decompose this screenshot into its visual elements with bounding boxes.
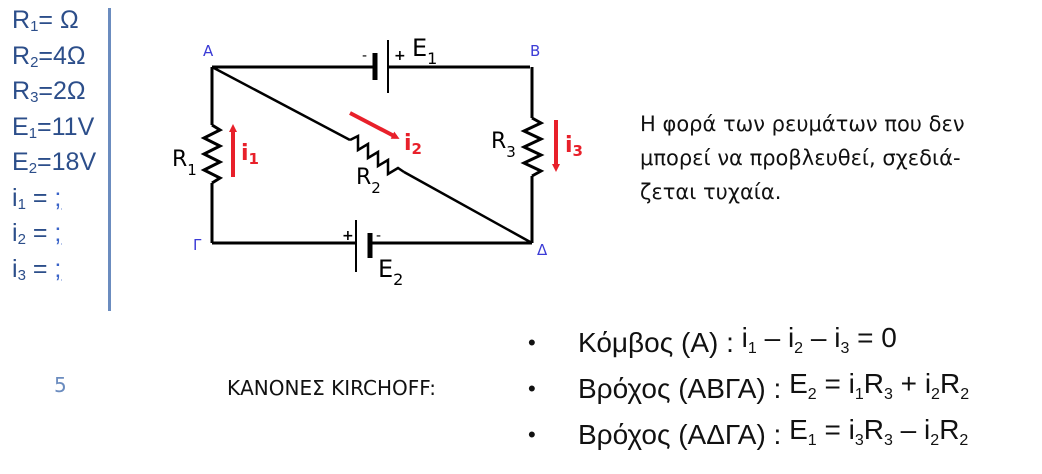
direction-note: Η φορά των ρευμάτων που δεν μπορεί να πρ… [640, 107, 965, 209]
e2-minus-sign: - [376, 228, 381, 244]
equation-subscript: 2 [794, 339, 804, 357]
r2-resistor [349, 133, 405, 177]
bullet-icon: • [528, 376, 536, 401]
kirchhoff-title: ΚΑΝΟΝΕΣ KIRCHOFF: [227, 376, 436, 400]
e2-label: E2 [378, 255, 403, 289]
equation-subscript: 2 [807, 385, 817, 403]
equation-subscript: 3 [840, 339, 850, 357]
given-e1: E1=11V [12, 112, 95, 142]
r1-label: R1 [172, 147, 197, 179]
node-b-label: Β [530, 42, 540, 60]
i2-label: i2 [404, 131, 422, 158]
equation-subscript: 3 [854, 431, 864, 449]
equation-loop-adga: • Βρόχος (ΑΔΓΑ) : E1 = i3R3 – i2R2 [528, 412, 969, 458]
equation-label: Βρόχος (ΑΒΓΑ) : [578, 373, 790, 404]
given-r2: R2=4Ω [12, 41, 86, 71]
kirchhoff-equations: • Κόμβος (Α) : i1 – i2 – i3 = 0 • Βρόχος… [528, 320, 969, 458]
unknown-link[interactable]: ; [54, 219, 62, 247]
equation-subscript: 2 [959, 431, 969, 449]
given-r1: R1= Ω [12, 6, 79, 35]
e1-minus-sign: - [362, 48, 367, 64]
equation-term: i [787, 321, 795, 353]
unknown-link[interactable]: ; [54, 183, 62, 212]
equation-label: Βρόχος (ΑΔΓΑ) : [578, 419, 790, 450]
equation-subscript: 2 [931, 385, 940, 403]
divider-line [108, 8, 111, 311]
equation-node-a: • Κόμβος (Α) : i1 – i2 – i3 = 0 [528, 320, 969, 366]
equation-term: R [939, 413, 960, 445]
node-d-label: Δ [537, 241, 548, 259]
e1-plus-sign: + [394, 48, 406, 64]
page-number: 5 [54, 373, 67, 397]
equation-term: R [863, 413, 884, 445]
bullet-icon: • [528, 422, 536, 447]
bullet-icon: • [528, 330, 536, 355]
equation-term: = 0 [849, 321, 897, 353]
equation-subscript: 2 [960, 385, 970, 403]
equation-loop-abga: • Βρόχος (ΑΒΓΑ) : E2 = i1R3 + i2R2 [528, 366, 969, 412]
e1-label: E1 [412, 34, 437, 68]
r3-label: R3 [491, 129, 516, 161]
equation-term: i [848, 413, 855, 445]
equation-subscript: 2 [930, 431, 940, 449]
e2-plus-sign: + [342, 228, 354, 244]
i1-label: i1 [241, 141, 259, 168]
equation-subscript: 1 [854, 385, 864, 403]
equation-term: R [939, 367, 961, 399]
wire-diagonal-top [211, 65, 351, 142]
given-r3: R3=2Ω [12, 77, 86, 106]
equation-expression: E1 = i3R3 – i2R2 [789, 407, 968, 464]
equation-term: + [892, 367, 925, 399]
equation-term: i [848, 367, 855, 399]
r2-label: R2 [356, 165, 381, 197]
equation-term: i [924, 413, 931, 445]
given-values: R1= Ω R2=4Ω R3=2Ω E1=11V E2=18V i1 = ; i… [12, 6, 96, 290]
equation-subscript: 3 [883, 385, 893, 403]
equation-expression: E2 = i1R3 + i2R2 [789, 361, 969, 418]
r1-resistor [200, 123, 224, 185]
node-g-label: Γ [193, 236, 202, 254]
equation-term: R [863, 367, 884, 399]
i3-label: i3 [565, 133, 583, 160]
equation-term: – [803, 321, 835, 353]
equation-term: E [789, 413, 808, 445]
equation-term: i [834, 321, 841, 353]
r3-resistor [520, 116, 545, 178]
equation-term: – [756, 321, 788, 353]
equation-term: = [816, 367, 849, 399]
given-e2: E2=18V [12, 148, 97, 177]
note-line: ζεται τυχαία. [640, 180, 782, 204]
i2-arrow [349, 111, 400, 139]
equation-subscript: 1 [807, 431, 817, 449]
equation-expression: i1 – i2 – i3 = 0 [742, 315, 897, 372]
unknown-link[interactable]: ; [54, 254, 62, 283]
equation-term: – [892, 413, 925, 445]
note-line: μπορεί να προβλευθεί, σχεδιά- [640, 146, 961, 170]
note-line: Η φορά των ρευμάτων που δεν [640, 112, 965, 136]
node-a-label: Α [203, 42, 214, 60]
equation-term: = [816, 413, 849, 445]
equation-subscript: 1 [747, 339, 757, 357]
unknown-i1: i1 = ; [12, 183, 62, 213]
equation-term: E [789, 367, 808, 399]
equation-label: Κόμβος (Α) : [578, 327, 742, 358]
unknown-i2: i2 = ; [12, 219, 62, 248]
wire-diagonal-bottom [403, 170, 533, 245]
equation-term: i [924, 367, 932, 399]
unknown-i3: i3 = ; [12, 254, 62, 284]
equation-subscript: 3 [884, 431, 893, 449]
equation-term: i [741, 321, 748, 353]
